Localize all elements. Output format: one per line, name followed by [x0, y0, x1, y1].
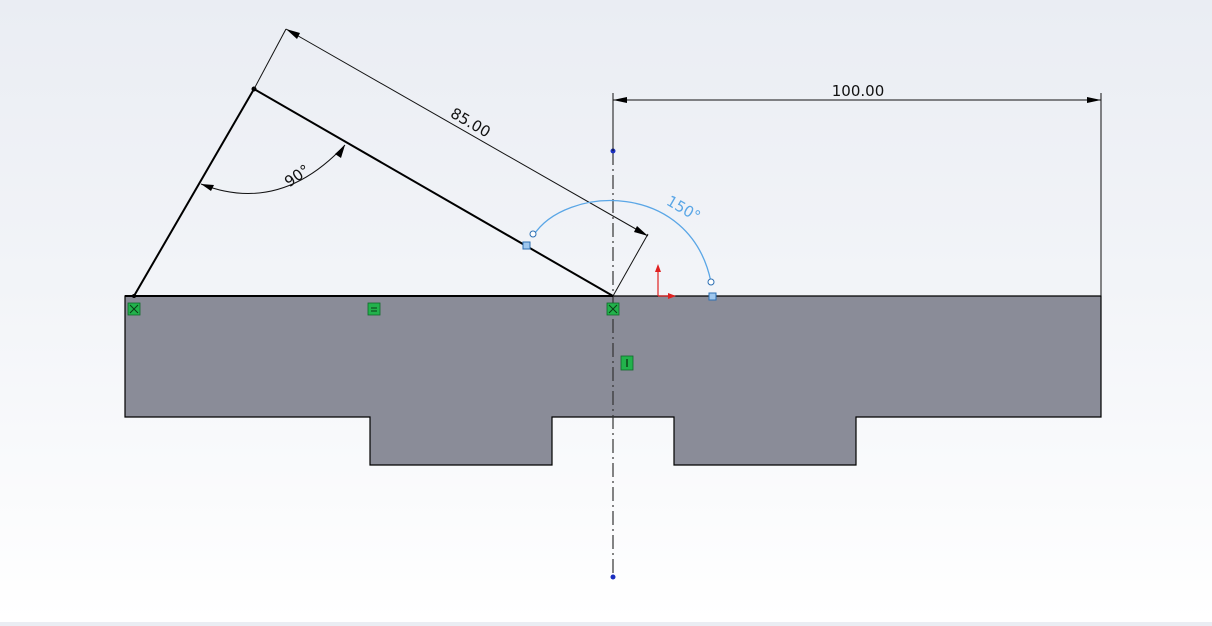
dimension-arrow-lower	[634, 226, 648, 236]
horizontal-relation-icon[interactable]	[367, 302, 381, 316]
preview-angle-text[interactable]: 150°	[663, 192, 703, 226]
line-handle-midpoint[interactable]	[522, 241, 531, 250]
dimension-arrow-left	[613, 97, 627, 103]
preview-angle[interactable]: 150°	[529, 192, 715, 286]
origin-axes-icon	[655, 264, 676, 299]
sketch-line-long-slant[interactable]	[253, 88, 614, 297]
line-handle-right[interactable]	[708, 292, 717, 301]
dimension-arrow-right	[1087, 97, 1101, 103]
sketch-left-endpoint[interactable]	[132, 294, 136, 298]
dimension-text-horizontal[interactable]: 100.00	[832, 82, 885, 100]
arc-endpoint-left[interactable]	[529, 230, 537, 238]
dimension-aligned[interactable]: 85.00	[253, 28, 649, 297]
dimension-arrow-upper	[286, 29, 300, 39]
dimension-text-aligned[interactable]: 85.00	[447, 104, 493, 141]
dimension-horizontal[interactable]: 100.00	[612, 82, 1102, 296]
sketch-line-left-slant[interactable]	[133, 88, 255, 297]
centerline-bottom-endpoint[interactable]	[610, 574, 616, 580]
coincident-relation-icon[interactable]	[127, 302, 141, 316]
arc-endpoint-right[interactable]	[707, 278, 715, 286]
vertical-relation-icon[interactable]	[620, 355, 634, 371]
dimension-angle[interactable]: 90°	[200, 144, 346, 194]
angle-arrow-left	[201, 184, 214, 191]
coincident-relation-icon[interactable]	[606, 302, 620, 316]
angle-arrow-right	[335, 145, 345, 158]
